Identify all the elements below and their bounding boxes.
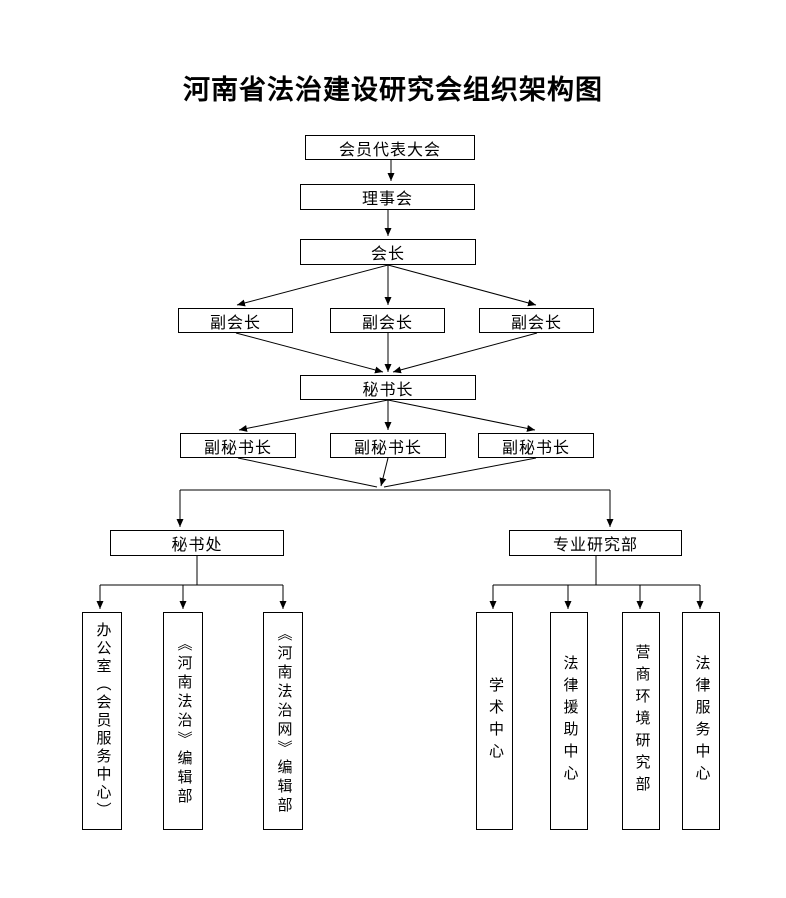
node-academic-center: 学术中心	[476, 612, 513, 830]
node-legal-service-center: 法律服务中心	[682, 612, 720, 830]
node-label: 《河南法治》编辑部	[175, 635, 192, 807]
node-label: 法律服务中心	[693, 655, 710, 787]
node-business-env-research-dept: 营商环境研究部	[622, 612, 660, 830]
node-vice-president-1: 副会长	[178, 308, 293, 333]
node-henan-fazhi-web-editorial: 《河南法治网》编辑部	[263, 612, 303, 830]
node-president: 会长	[300, 239, 476, 265]
node-professional-research-dept: 专业研究部	[509, 530, 682, 556]
node-label: 学术中心	[487, 677, 503, 765]
node-deputy-secretary-3: 副秘书长	[478, 433, 594, 458]
node-label: 办公室（会员服务中心）	[94, 622, 111, 820]
node-henan-fazhi-editorial: 《河南法治》编辑部	[163, 612, 203, 830]
node-secretary-general: 秘书长	[300, 375, 476, 400]
node-member-assembly: 会员代表大会	[305, 135, 475, 160]
diagram-title: 河南省法治建设研究会组织架构图	[183, 75, 603, 105]
node-label: 《河南法治网》编辑部	[275, 626, 292, 816]
node-secretariat: 秘书处	[110, 530, 284, 556]
node-deputy-secretary-1: 副秘书长	[180, 433, 296, 458]
node-label: 法律援助中心	[561, 655, 578, 787]
node-vice-president-3: 副会长	[479, 308, 594, 333]
node-legal-aid-center: 法律援助中心	[550, 612, 588, 830]
node-council: 理事会	[300, 184, 475, 210]
node-office-member-service-center: 办公室（会员服务中心）	[82, 612, 122, 830]
node-label: 营商环境研究部	[633, 644, 650, 798]
node-deputy-secretary-2: 副秘书长	[330, 433, 446, 458]
node-vice-president-2: 副会长	[330, 308, 445, 333]
